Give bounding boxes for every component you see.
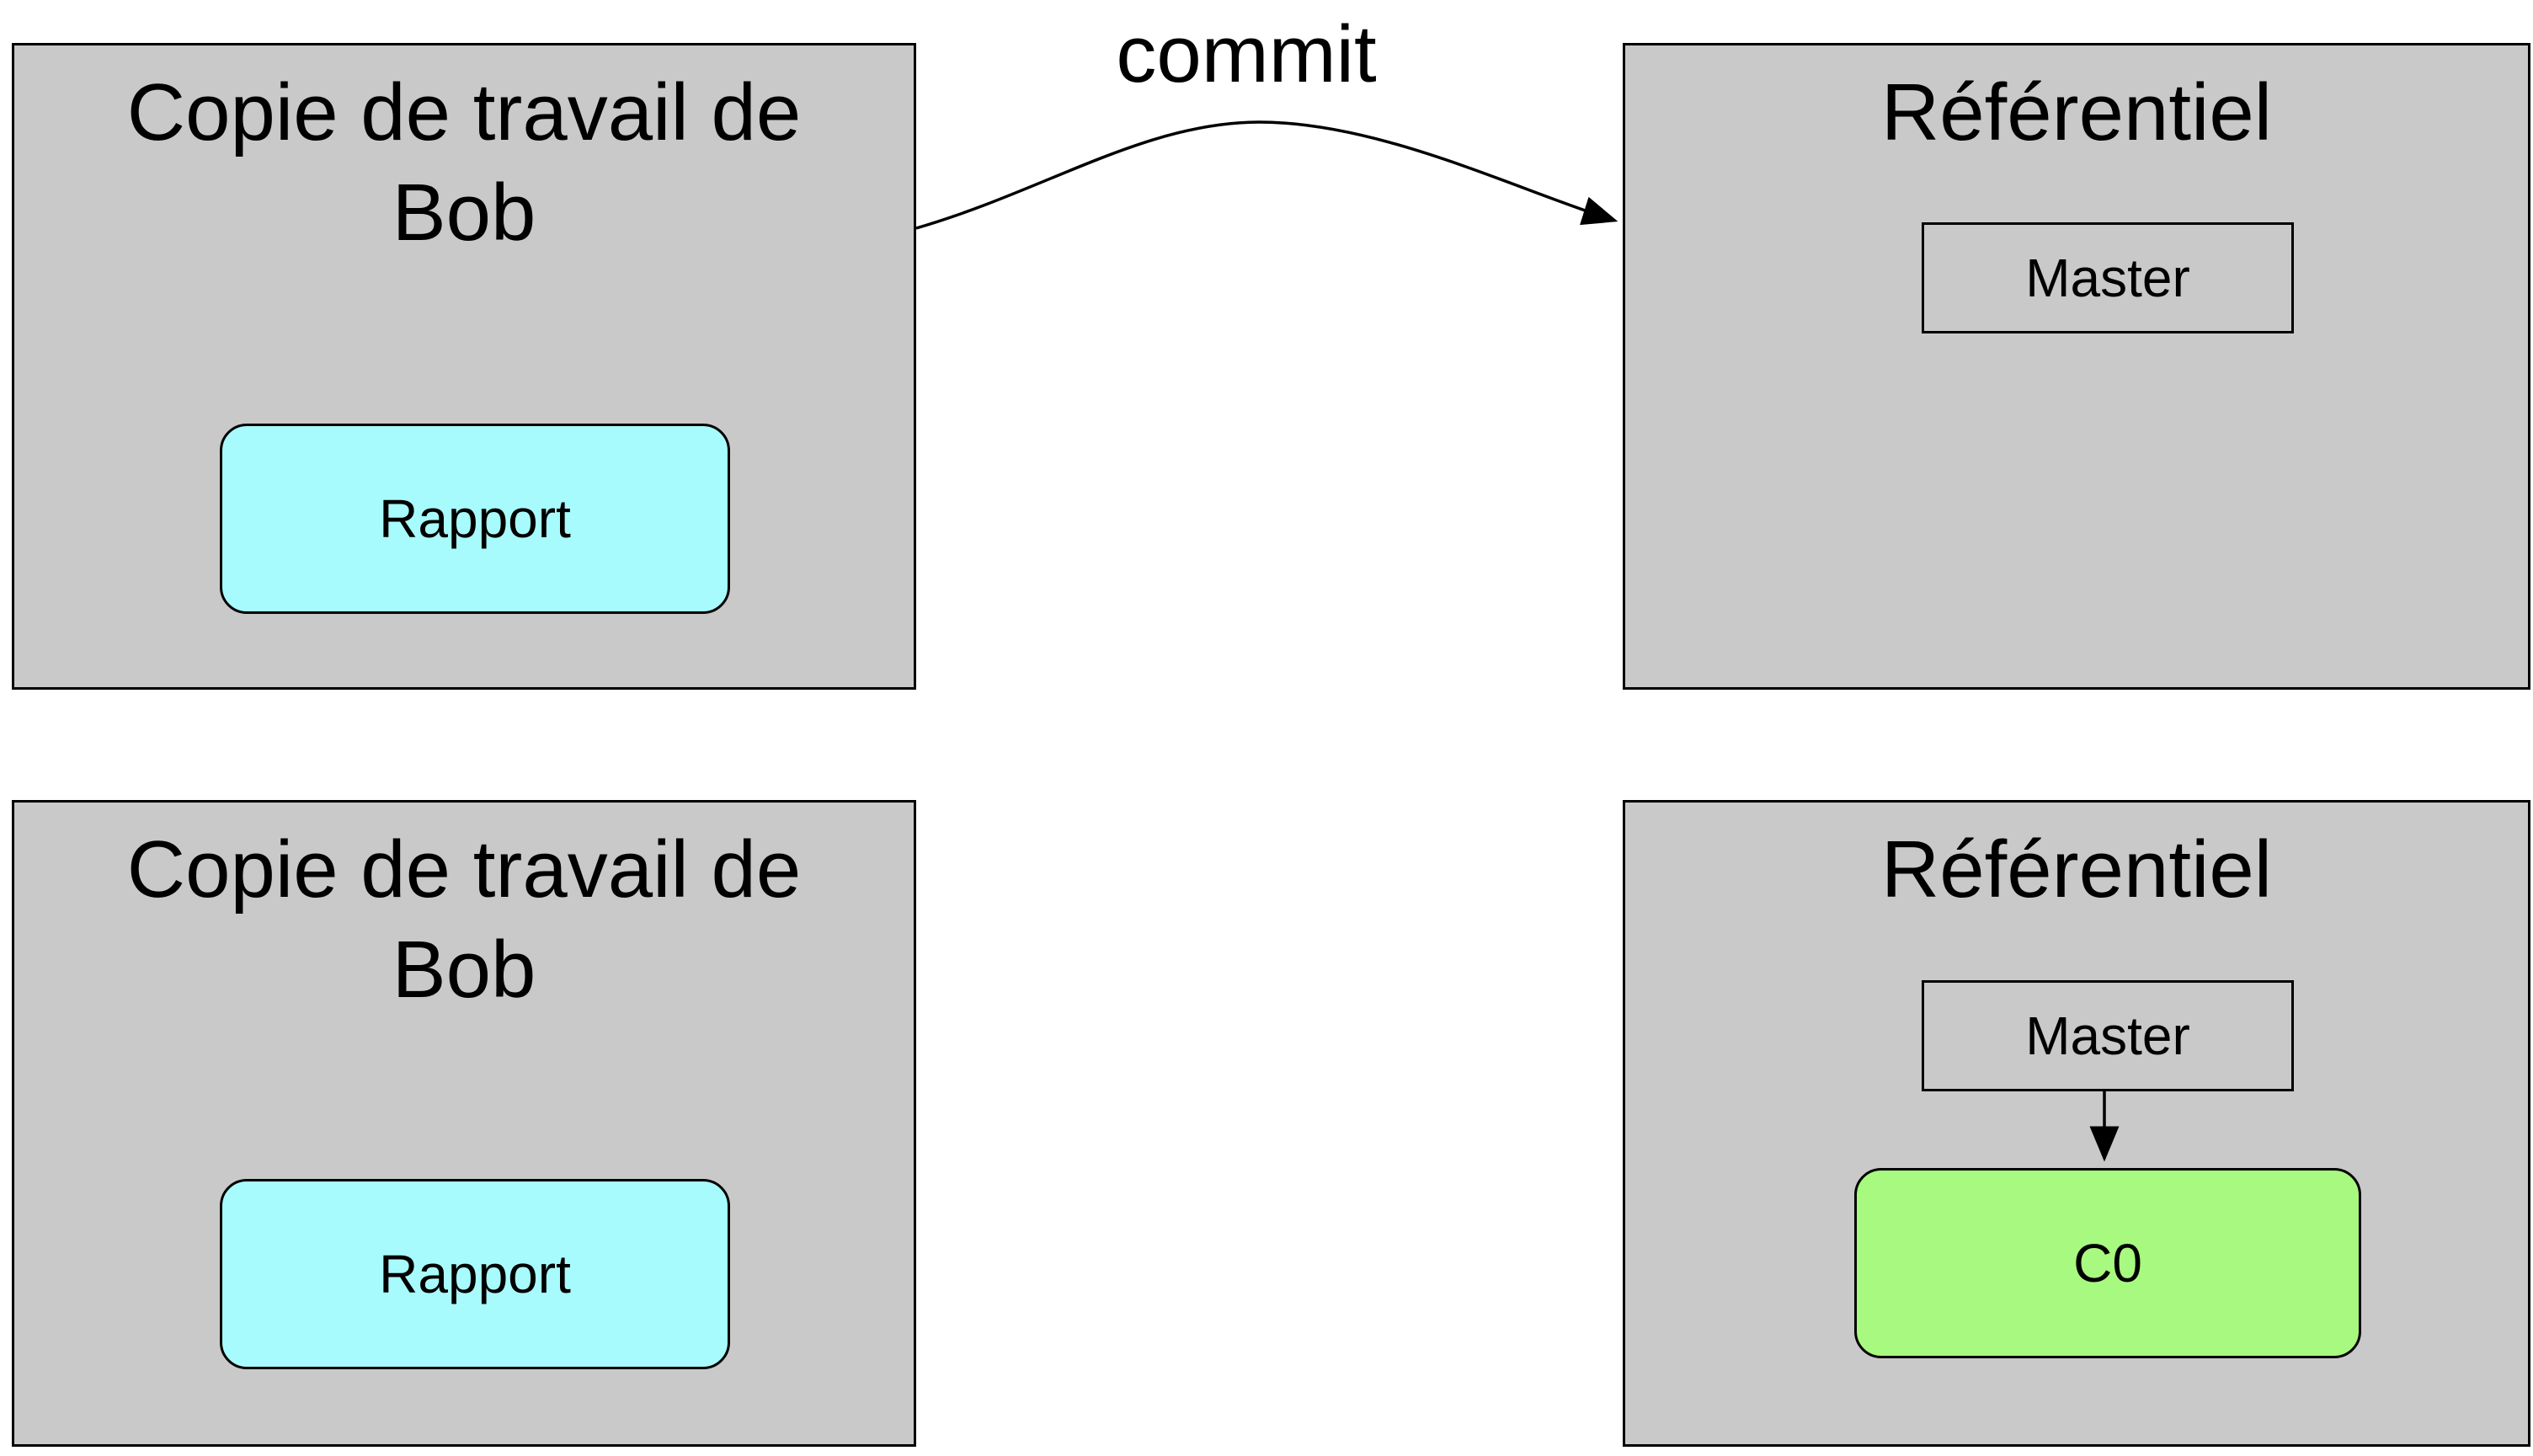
repository-title: Référentiel [1880,67,2273,157]
working-copy-title: Copie de travail de Bob [126,67,802,258]
repository-panel-after: Référentiel Master C0 [1623,800,2530,1447]
file-node-rapport: Rapport [220,424,730,614]
commit-arrow [915,120,1618,230]
commit-arrow-label: commit [1116,9,1377,99]
branch-node-master: Master [1922,980,2294,1091]
repository-title: Référentiel [1880,824,2273,915]
working-copy-panel-after: Copie de travail de Bob Rapport [12,800,916,1447]
branch-node-master: Master [1922,222,2294,333]
working-copy-title: Copie de travail de Bob [126,824,802,1015]
commit-node-c0: C0 [1854,1168,2361,1358]
repository-panel-before: Référentiel Master [1623,43,2530,690]
working-copy-panel-before: Copie de travail de Bob Rapport [12,43,916,690]
file-node-rapport: Rapport [220,1179,730,1369]
